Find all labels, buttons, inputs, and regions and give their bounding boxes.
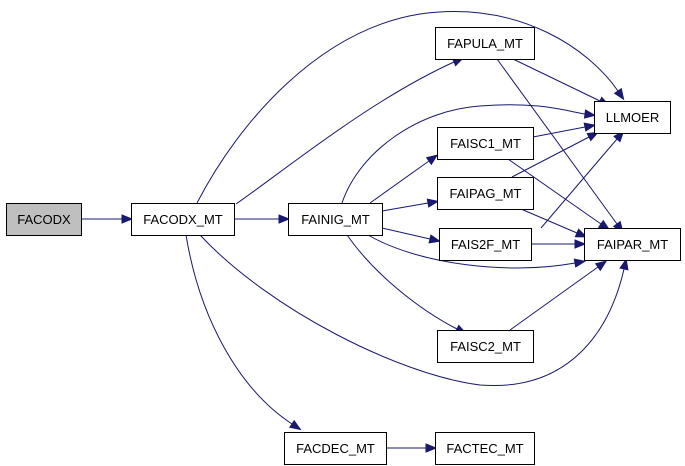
edge-faipag_mt-to-faipar_mt [520, 208, 588, 238]
arrowhead-icon [613, 87, 625, 101]
edge-line [381, 202, 429, 212]
edge-fainig_mt-to-fais2f_mt [381, 227, 442, 244]
arrowhead-icon [573, 258, 587, 268]
arrowhead-icon [428, 234, 442, 244]
edge-line [381, 227, 431, 240]
edge-line [512, 58, 601, 102]
node-label: FAIPAG_MT [450, 186, 522, 201]
arrowhead-icon [574, 228, 588, 238]
edge-line [540, 138, 618, 229]
edge-line [341, 104, 586, 204]
node-box [284, 432, 387, 465]
edge-line [520, 208, 578, 234]
arrowhead-icon [426, 198, 440, 208]
edge-line [496, 58, 618, 225]
node-box [584, 228, 681, 261]
edge-faisc2_mt-to-faipar_mt [509, 260, 608, 331]
node-box [437, 177, 534, 210]
edge-facodx-to-facodx_mt [81, 214, 134, 224]
node-label: FACTEC_MT [446, 441, 523, 456]
node-faisc2-mt[interactable]: FAISC2_MT [437, 330, 534, 363]
node-facodx[interactable]: FACODX [6, 203, 82, 236]
arrowhead-icon [425, 154, 439, 166]
node-label: LLMOER [606, 110, 659, 125]
arrowhead-icon [121, 214, 134, 224]
edge-line [509, 266, 599, 331]
edge-facodx_mt-to-fainig_mt [234, 214, 291, 224]
node-fais2f-mt[interactable]: FAIS2F_MT [439, 228, 532, 261]
arrowhead-icon [586, 131, 600, 142]
node-box [288, 203, 383, 236]
edge-fainig_mt-to-faisc1_mt [369, 154, 439, 204]
edge-line [532, 126, 586, 138]
node-label: FAISC1_MT [450, 136, 521, 151]
edge-faisc1_mt-to-llmoer [532, 122, 597, 138]
node-faisc1-mt[interactable]: FAISC1_MT [437, 127, 534, 160]
edge-line [511, 136, 590, 178]
node-label: FACDEC_MT [296, 441, 375, 456]
node-box [6, 203, 82, 236]
node-box [594, 101, 671, 134]
node-box [439, 228, 532, 261]
node-fainig-mt[interactable]: FAINIG_MT [288, 203, 383, 236]
node-box [435, 432, 535, 465]
edge-line [367, 234, 576, 269]
edge-fainig_mt-to-llmoer [341, 104, 597, 204]
edge-line [196, 11, 619, 204]
node-label: FAINIG_MT [301, 212, 370, 227]
node-factec-mt[interactable]: FACTEC_MT [435, 432, 535, 465]
edges-layer [81, 11, 629, 453]
edge-faipag_mt-to-llmoer [511, 131, 600, 178]
edge-line [185, 234, 293, 425]
node-box [131, 203, 235, 236]
edge-line [199, 234, 625, 387]
arrowhead-icon [619, 257, 629, 271]
node-label: FAPULA_MT [447, 36, 523, 51]
edge-facodx_mt-to-faipar_mt [199, 234, 629, 387]
arrowhead-icon [594, 260, 608, 272]
arrowhead-icon [278, 214, 291, 224]
arrowhead-icon [288, 419, 302, 431]
edge-facdec_mt-to-factec_mt [386, 443, 438, 453]
arrowhead-icon [574, 239, 587, 249]
edge-fapula_mt-to-llmoer [512, 58, 611, 106]
node-box [437, 330, 534, 363]
node-facodx-mt[interactable]: FACODX_MT [131, 203, 235, 236]
node-label: FACODX [17, 212, 71, 227]
edge-line [369, 160, 430, 204]
node-facdec-mt[interactable]: FACDEC_MT [284, 432, 387, 465]
arrowhead-icon [583, 109, 597, 119]
arrowhead-icon [425, 443, 438, 453]
node-label: FAISC2_MT [450, 339, 521, 354]
edge-line [507, 158, 602, 225]
node-faipar-mt[interactable]: FAIPAR_MT [584, 228, 681, 261]
node-faipag-mt[interactable]: FAIPAG_MT [437, 177, 534, 210]
edge-line [346, 234, 458, 330]
node-fapula-mt[interactable]: FAPULA_MT [435, 27, 535, 60]
node-label: FAIS2F_MT [451, 237, 520, 252]
edge-facodx_mt-to-facdec_mt [185, 234, 302, 431]
edge-fais2f_mt-to-llmoer [540, 130, 625, 229]
edge-fais2f_mt-to-faipar_mt [531, 239, 587, 249]
edge-fainig_mt-to-faipar_mt [367, 234, 587, 269]
node-box [435, 27, 535, 60]
node-llmoer[interactable]: LLMOER [594, 101, 671, 134]
node-box [437, 127, 534, 160]
node-label: FAIPAR_MT [597, 237, 668, 252]
edge-fainig_mt-to-faipag_mt [381, 198, 440, 212]
node-label: FACODX_MT [143, 212, 223, 227]
edge-facodx_mt-to-fapula_mt [235, 57, 465, 205]
arrowhead-icon [583, 122, 597, 132]
nodes-layer: FACODX FACODX_MT FAPULA_MT LLMOER FAINIG_MT F… [6, 27, 681, 465]
edge-line [235, 61, 455, 205]
edge-facodx_mt-to-llmoer [196, 11, 625, 204]
